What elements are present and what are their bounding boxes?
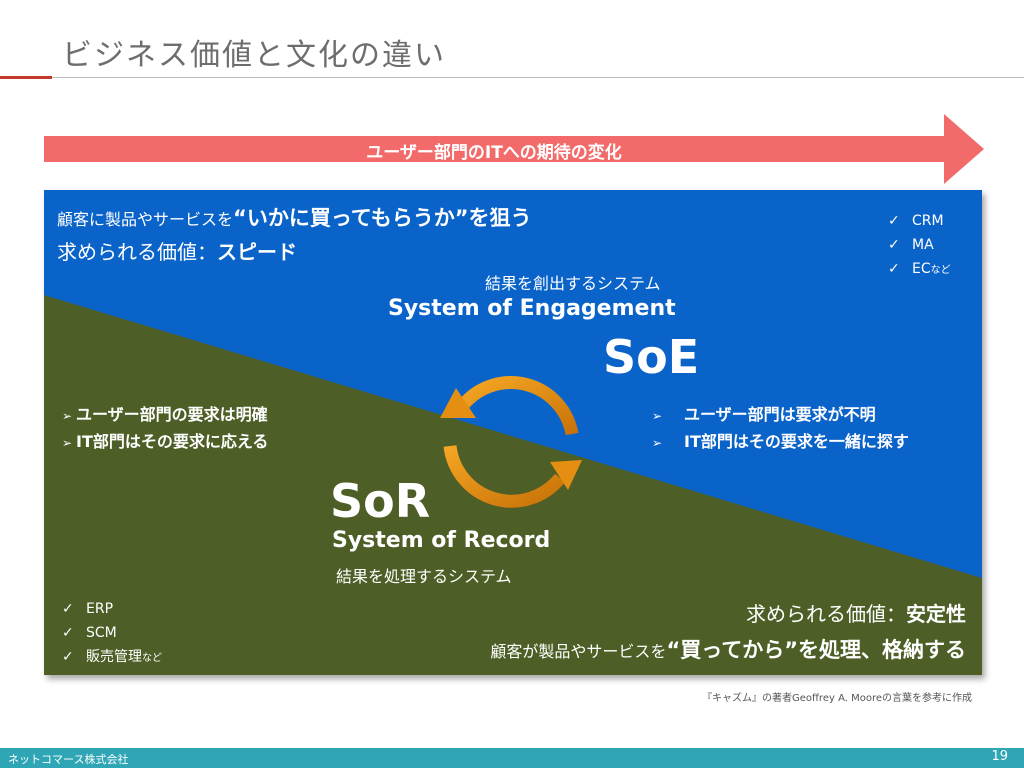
soe-english-name: System of Engagement (388, 296, 676, 321)
list-item: ✓販売管理など (62, 646, 162, 670)
list-item: ➢ユーザー部門は要求が不明 (652, 402, 909, 429)
arrow-bullet-icon: ➢ (652, 409, 663, 423)
list-item: ✓MA (888, 234, 951, 258)
sor-subtitle: 結果を処理するシステム (336, 567, 512, 586)
soe-subtitle: 結果を創出するシステム (485, 274, 661, 293)
check-icon: ✓ (62, 601, 74, 617)
soe-goal-text: 顧客に製品やサービスを“いかに買ってもらうか”を狙う (57, 206, 532, 230)
footer-company: ネットコマース株式会社 (8, 753, 129, 766)
arrow-bullet-icon: ➢ (62, 409, 73, 423)
list-item: ➢IT部門はその要求を一緒に探す (652, 429, 909, 456)
sor-example-list: ✓ERP ✓SCM ✓販売管理など (62, 598, 162, 670)
list-item: ✓CRM (888, 210, 951, 234)
soe-culture-bullets: ➢ユーザー部門は要求が不明 ➢IT部門はその要求を一緒に探す (652, 402, 909, 456)
list-item: ✓ECなど (888, 258, 951, 282)
soe-abbreviation: SoE (603, 330, 700, 384)
check-icon: ✓ (62, 625, 74, 641)
soe-sor-panel (44, 190, 982, 675)
sor-culture-bullets: ➢ユーザー部門の要求は明確 ➢IT部門はその要求に応える (62, 402, 268, 456)
check-icon: ✓ (888, 237, 900, 253)
arrow-bullet-icon: ➢ (652, 436, 663, 450)
arrow-bullet-icon: ➢ (62, 436, 73, 450)
check-icon: ✓ (62, 649, 74, 665)
sor-background (44, 295, 982, 675)
title-accent-rule (0, 76, 52, 79)
soe-example-list: ✓CRM ✓MA ✓ECなど (888, 210, 951, 282)
title-divider (52, 77, 1024, 78)
arrow-label: ユーザー部門のITへの期待の変化 (366, 143, 622, 163)
footer-bar (0, 748, 1024, 768)
list-item: ✓ERP (62, 598, 162, 622)
check-icon: ✓ (888, 261, 900, 277)
check-icon: ✓ (888, 213, 900, 229)
sor-value-text: 求められる価値：安定性 (746, 602, 966, 626)
soe-value-text: 求められる価値：スピード (57, 240, 297, 264)
list-item: ✓SCM (62, 622, 162, 646)
sor-abbreviation: SoR (330, 474, 431, 528)
list-item: ➢ユーザー部門の要求は明確 (62, 402, 268, 429)
sor-english-name: System of Record (332, 528, 551, 553)
cycle-arrows-icon (440, 376, 582, 508)
list-item: ➢IT部門はその要求に応える (62, 429, 268, 456)
sor-goal-text: 顧客が製品やサービスを“買ってから”を処理、格納する (490, 638, 966, 662)
page-number: 19 (991, 749, 1008, 764)
page-title: ビジネス価値と文化の違い (62, 38, 446, 73)
source-note: 『キャズム』の著者Geoffrey A. Mooreの言葉を参考に作成 (702, 693, 972, 704)
expectation-change-arrow (44, 114, 984, 184)
